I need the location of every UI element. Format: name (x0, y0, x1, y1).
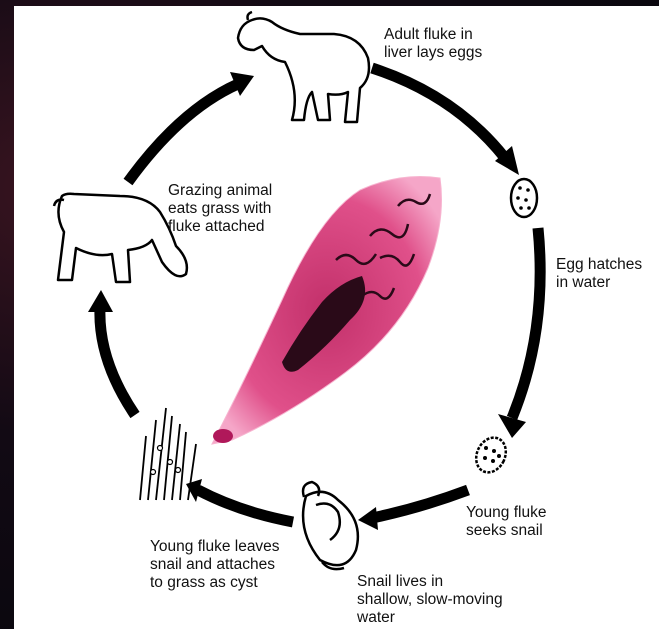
label-line: to grass as cyst (150, 574, 280, 592)
label-line: Young fluke (466, 504, 546, 522)
arrow-adult-to-egg (372, 68, 505, 158)
arrow-grass-to-sheep (100, 308, 135, 415)
label-line: eats grass with (168, 200, 272, 218)
arrow-snail-to-grass (198, 490, 293, 522)
label-snail-lives: Snail lives in shallow, slow-moving wate… (357, 573, 503, 627)
label-adult-fluke: Adult fluke in liver lays eggs (384, 26, 482, 62)
arrow-young-to-snail (372, 490, 468, 518)
arrowhead-sheep (88, 290, 113, 312)
arrow-sheep-to-adult (128, 84, 238, 182)
fluke-egg-icon (511, 179, 537, 217)
label-line: water (357, 609, 503, 627)
label-line: fluke attached (168, 218, 272, 236)
label-line: snail and attaches (150, 556, 280, 574)
label-young-fluke-leaves: Young fluke leaves snail and attaches to… (150, 538, 280, 592)
label-line: shallow, slow-moving (357, 591, 503, 609)
label-line: Snail lives in (357, 573, 503, 591)
label-line: liver lays eggs (384, 44, 482, 62)
sheep-standing-icon (238, 12, 369, 122)
arrow-egg-to-young (512, 228, 540, 418)
arrowhead-snail (358, 507, 378, 530)
label-line: Young fluke leaves (150, 538, 280, 556)
snail-icon (303, 482, 358, 569)
label-line: seeks snail (466, 522, 546, 540)
label-young-fluke: Young fluke seeks snail (466, 504, 546, 540)
sheep-grazing-icon (54, 194, 187, 282)
label-line: in water (556, 274, 642, 292)
label-line: Grazing animal (168, 182, 272, 200)
label-egg-hatches: Egg hatches in water (556, 256, 642, 292)
label-line: Adult fluke in (384, 26, 482, 44)
label-line: Egg hatches (556, 256, 642, 274)
label-grazing-animal: Grazing animal eats grass with fluke att… (168, 182, 272, 236)
miracidium-icon (471, 433, 512, 477)
